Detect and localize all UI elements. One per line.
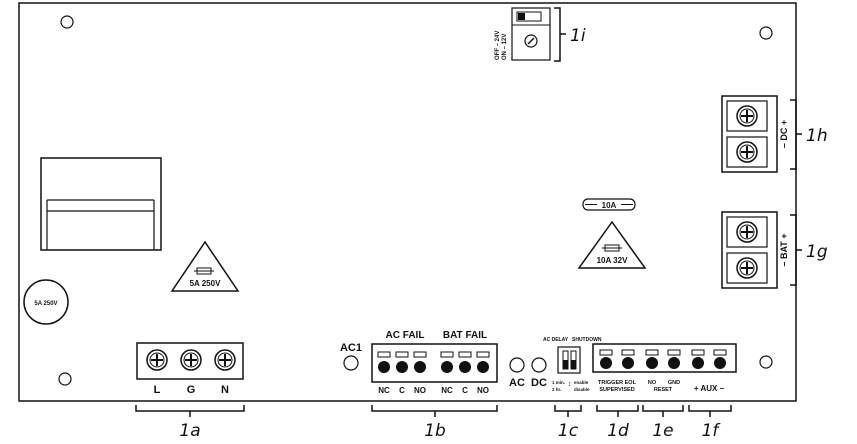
transformer-block: [40, 157, 162, 251]
screw-terminal-l: [146, 349, 168, 371]
callout-1c: 1c: [558, 421, 579, 441]
screw-terminal-g: [180, 349, 202, 371]
ac1-indicator: AC1: [340, 342, 362, 371]
callout-1i: 1i: [570, 26, 586, 46]
mounting-hole-bottom-left: [58, 372, 72, 386]
terminal-g-label: G: [187, 384, 196, 396]
round-fuse: 5A 250V: [23, 279, 69, 325]
relay-contact-label: NO: [477, 386, 489, 395]
relay-contact-label: C: [399, 386, 405, 395]
terminal-n-label: N: [221, 384, 229, 396]
callout-braces: [135, 7, 802, 417]
callout-1h: 1h: [806, 126, 828, 146]
dc-screw-positive: [736, 105, 758, 127]
callout-1e: 1e: [652, 421, 673, 441]
power-input-terminal-block: L G N: [136, 342, 244, 396]
ac1-label: AC1: [340, 342, 362, 354]
dip-disable-label: disable: [574, 387, 590, 392]
fuse-main-rating-label: 5A 250V: [190, 279, 222, 288]
dc-led: [531, 357, 547, 373]
dip-switch: AC DELAY SHUTDOWN 1 min. 2 hr. ↕ enable …: [543, 337, 602, 392]
screw-terminal-n: [214, 349, 236, 371]
brace-1b: [371, 405, 498, 417]
brace-1g: [790, 214, 802, 286]
round-fuse-label: 5A 250V: [34, 301, 57, 307]
brace-1i: [554, 7, 566, 62]
trigger-label-1: TRIGGER EOL: [598, 380, 637, 386]
dip-enable-label: enable: [574, 380, 589, 385]
trigger-label-2: SUPERVISED: [599, 387, 634, 393]
brace-1h: [790, 99, 802, 170]
relay-contact-label: NO: [414, 386, 426, 395]
ac-label: AC: [509, 377, 525, 389]
ac-delay-label: AC DELAY: [543, 337, 569, 343]
ac-fail-label: AC FAIL: [386, 330, 425, 341]
reset-label-2: GND: [668, 380, 680, 386]
bat-screw-negative: [736, 257, 758, 279]
brace-1c: [554, 405, 582, 417]
bat-screw-positive: [736, 221, 758, 243]
relay-contact-label: NC: [378, 386, 390, 395]
mounting-hole-bottom-right: [759, 355, 773, 369]
callout-1a: 1a: [179, 421, 200, 441]
voltage-off-label: OFF – 24V: [495, 31, 501, 60]
callout-1g: 1g: [806, 242, 828, 262]
dc-label: DC: [531, 377, 547, 389]
dc-screw-negative: [736, 141, 758, 163]
fuse-10a: 10A: [582, 198, 636, 211]
callout-1f: 1f: [702, 421, 722, 441]
terminal-l-label: L: [154, 384, 161, 396]
brace-1a: [135, 405, 245, 417]
voltage-on-label: ON – 12V: [502, 34, 508, 60]
fuse-10a-rating-label: 10A 32V: [597, 256, 629, 265]
voltage-select-switch: OFF – 24V ON – 12V: [495, 7, 551, 61]
dip-time-2-label: 2 hr.: [552, 387, 561, 392]
battery-terminal-block: – BAT +: [721, 211, 789, 289]
brace-1d: [596, 405, 639, 417]
ac-led: [509, 357, 525, 373]
reset-label-1: NO: [648, 380, 657, 386]
brace-1e: [642, 405, 684, 417]
relay-pins: [377, 351, 490, 373]
fuse-10a-label: 10A: [602, 201, 617, 210]
ac-dc-indicators: AC DC: [509, 357, 547, 389]
dip-arrow-icon: ↕: [568, 381, 572, 388]
callout-1d: 1d: [607, 421, 629, 441]
bat-terminal-label: – BAT +: [779, 233, 789, 266]
dc-terminal-label: – DC +: [779, 120, 789, 148]
bat-fail-label: BAT FAIL: [443, 330, 487, 341]
reset-label-3: RESET: [654, 387, 673, 393]
fuse-warning-triangle-10a: 10A 32V: [577, 220, 647, 269]
dc-terminal-block: – DC +: [721, 95, 789, 173]
fuse-warning-triangle-5a: 5A 250V: [170, 240, 240, 292]
relay-contact-label: NC: [441, 386, 453, 395]
mounting-hole-top-left: [60, 15, 74, 29]
trigger-reset-aux-block: TRIGGER EOL SUPERVISED NO GND RESET + AU…: [592, 343, 737, 393]
relay-contact-label: C: [462, 386, 468, 395]
mounting-hole-top-right: [759, 26, 773, 40]
dip-time-1-label: 1 min.: [552, 380, 565, 385]
aux-label: + AUX –: [694, 384, 725, 393]
callout-1b: 1b: [424, 421, 446, 441]
brace-1f: [688, 405, 732, 417]
relay-terminal-block: AC FAIL BAT FAIL NC C NO NC C NO: [371, 330, 498, 395]
shutdown-label: SHUTDOWN: [572, 337, 602, 343]
